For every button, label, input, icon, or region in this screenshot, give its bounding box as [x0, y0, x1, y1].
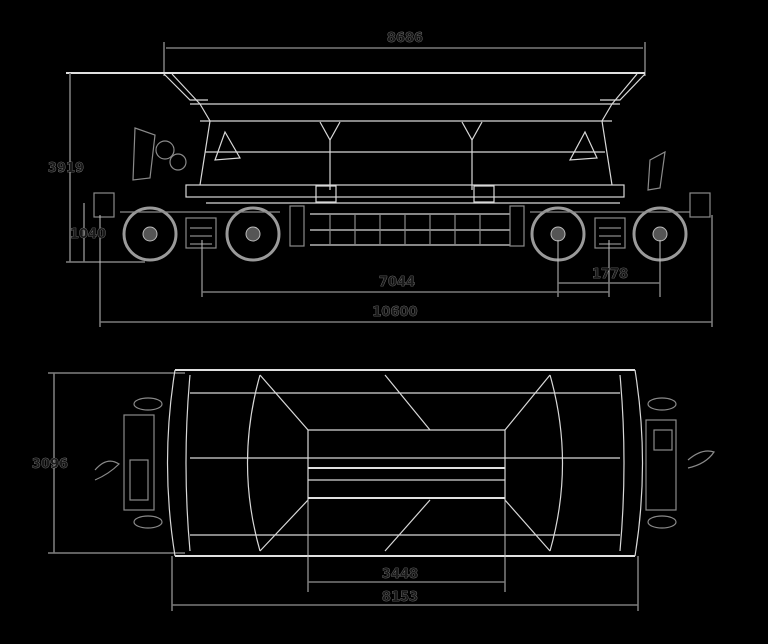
plan-view	[48, 369, 715, 611]
dim-bogie-centers: 7044	[379, 275, 415, 290]
dim-overall-length: 10600	[372, 305, 417, 320]
dim-top-width: 8686	[387, 31, 423, 46]
dim-plan-width: 3096	[32, 457, 68, 472]
dim-inner-opening: 3448	[382, 567, 418, 582]
right-end-platform	[645, 397, 715, 529]
dim-body-length: 8153	[382, 590, 418, 605]
side-view	[66, 42, 713, 327]
dim-height: 3919	[48, 161, 84, 176]
left-bogie	[120, 206, 281, 262]
left-end-platform	[94, 397, 163, 529]
right-bogie	[530, 206, 690, 262]
dim-coupler-height: 1040	[70, 227, 106, 242]
dim-bogie-wheelbase: 1778	[592, 267, 628, 282]
